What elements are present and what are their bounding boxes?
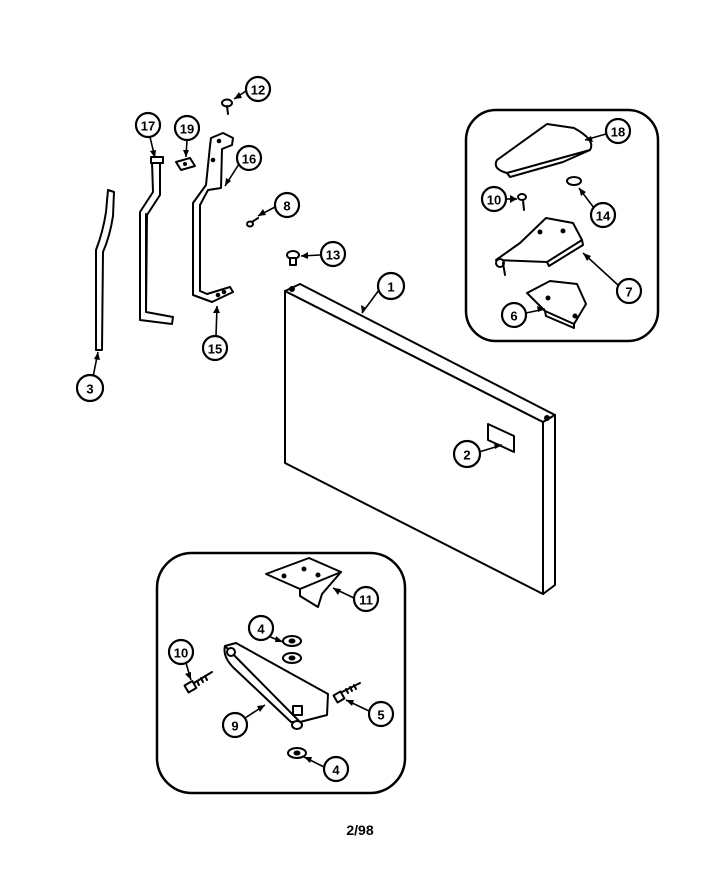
- gasket-strip: [95, 189, 115, 351]
- plug-button-13: [286, 250, 300, 266]
- shim-plate-19: [175, 157, 196, 171]
- callout-16: 16: [235, 144, 263, 172]
- callout-7: 7: [615, 277, 643, 305]
- callout-6: 6: [500, 301, 528, 329]
- callout-11: 11: [352, 585, 380, 613]
- upper-hinge-inset: [464, 108, 660, 343]
- screw-8: [246, 217, 259, 228]
- svg-text:15: 15: [208, 342, 222, 357]
- callout-13: 13: [319, 240, 347, 268]
- callout-15: 15: [201, 334, 229, 362]
- callout-12: 12: [244, 75, 272, 103]
- callout-1: 1: [376, 271, 406, 301]
- svg-text:5: 5: [377, 708, 384, 723]
- callout-2: 2: [452, 439, 482, 469]
- screw-12: [221, 98, 233, 115]
- svg-text:13: 13: [326, 248, 340, 263]
- svg-text:9: 9: [231, 719, 238, 734]
- svg-text:3: 3: [86, 382, 93, 397]
- svg-text:10: 10: [487, 193, 501, 208]
- svg-text:19: 19: [180, 122, 194, 137]
- svg-text:18: 18: [611, 125, 625, 140]
- svg-text:10: 10: [174, 646, 188, 661]
- callout-10b: 10: [167, 638, 195, 666]
- svg-text:11: 11: [359, 593, 373, 608]
- svg-text:6: 6: [510, 309, 517, 324]
- svg-text:12: 12: [251, 83, 265, 98]
- svg-text:14: 14: [596, 209, 611, 224]
- svg-text:16: 16: [242, 152, 256, 167]
- svg-text:1: 1: [387, 280, 394, 295]
- page-code: 2/98: [346, 822, 374, 838]
- svg-text:17: 17: [141, 119, 155, 134]
- callout-9: 9: [221, 711, 249, 739]
- callout-8: 8: [273, 191, 301, 219]
- svg-text:7: 7: [625, 285, 632, 300]
- svg-text:8: 8: [283, 199, 290, 214]
- callout-14: 14: [589, 201, 617, 229]
- callout-4b: 4: [322, 755, 350, 783]
- hinge-bracket-16: [192, 132, 234, 303]
- lower-hinge-inset: [155, 551, 407, 795]
- callout-18: 18: [604, 117, 632, 145]
- door-panel: [284, 283, 556, 595]
- callout-4a: 4: [247, 614, 275, 642]
- svg-text:4: 4: [257, 622, 265, 637]
- callout-5: 5: [367, 700, 395, 728]
- label-plate: [487, 423, 515, 453]
- callout-3: 3: [75, 373, 105, 403]
- callout-10a: 10: [480, 185, 508, 213]
- callout-19: 19: [173, 114, 201, 142]
- hinge-bracket-17: [139, 156, 174, 325]
- svg-text:4: 4: [332, 763, 340, 778]
- callout-17: 17: [134, 111, 162, 139]
- svg-text:2: 2: [463, 448, 470, 463]
